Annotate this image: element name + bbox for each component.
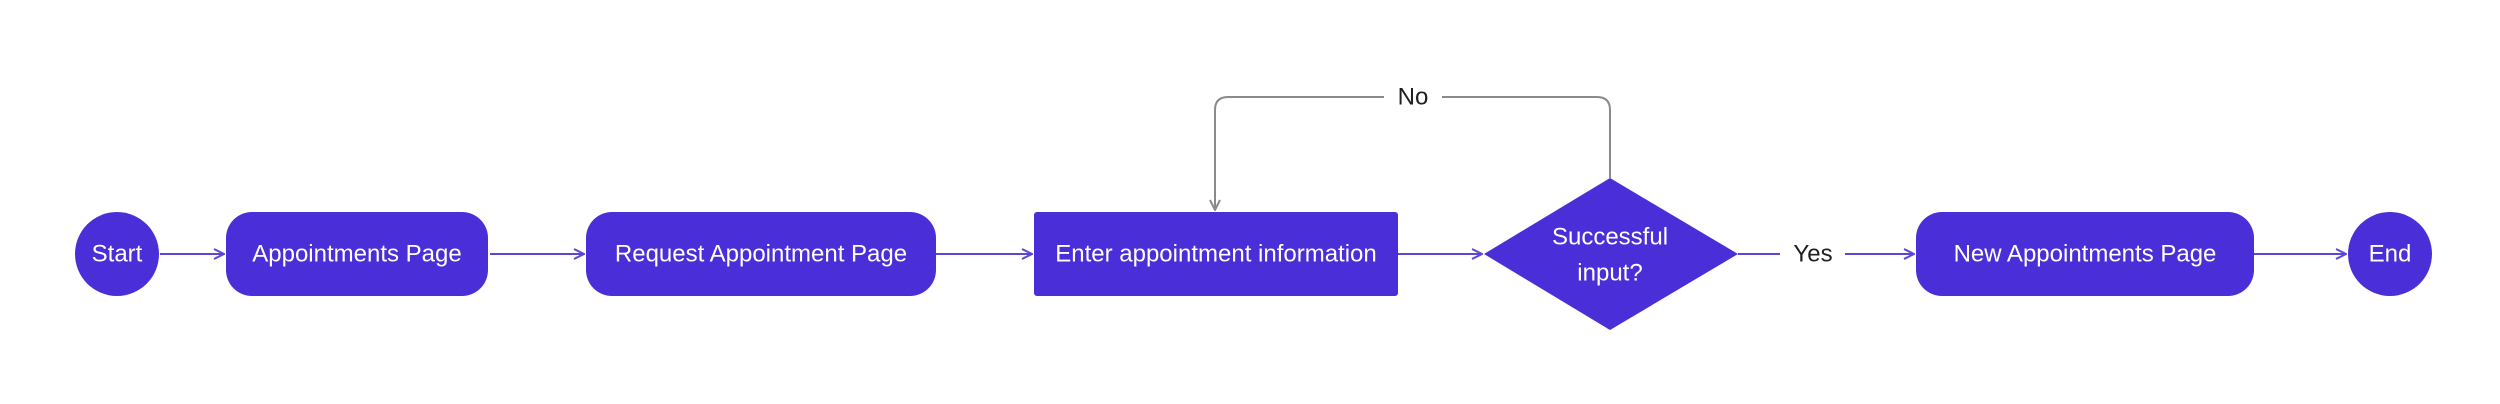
- appointments-page-node: Appointments Page: [226, 212, 488, 296]
- appointments-page-label: Appointments Page: [252, 241, 461, 268]
- end-label: End: [2369, 241, 2412, 268]
- start-label: Start: [92, 241, 143, 268]
- enter-info-node: Enter appointment information: [1034, 212, 1398, 296]
- new-appointments-page-label: New Appointments Page: [1954, 241, 2217, 268]
- decision-label-line1: Successful: [1552, 224, 1668, 251]
- request-appointment-page-node: Request Appointment Page: [586, 212, 936, 296]
- new-appointments-page-node: New Appointments Page: [1916, 212, 2254, 296]
- end-node: End: [2348, 212, 2432, 296]
- no-edge-label: No: [1398, 84, 1429, 111]
- request-appointment-page-label: Request Appointment Page: [615, 241, 907, 268]
- yes-edge-label: Yes: [1793, 241, 1832, 268]
- decision-node: Successful input?: [1484, 178, 1738, 330]
- decision-label-line2: input?: [1577, 260, 1642, 287]
- start-node: Start: [75, 212, 159, 296]
- enter-info-label: Enter appointment information: [1055, 241, 1377, 268]
- edge-decision-no-loop-left: [1215, 96, 1384, 210]
- edge-decision-no-loop-right: [1442, 96, 1611, 178]
